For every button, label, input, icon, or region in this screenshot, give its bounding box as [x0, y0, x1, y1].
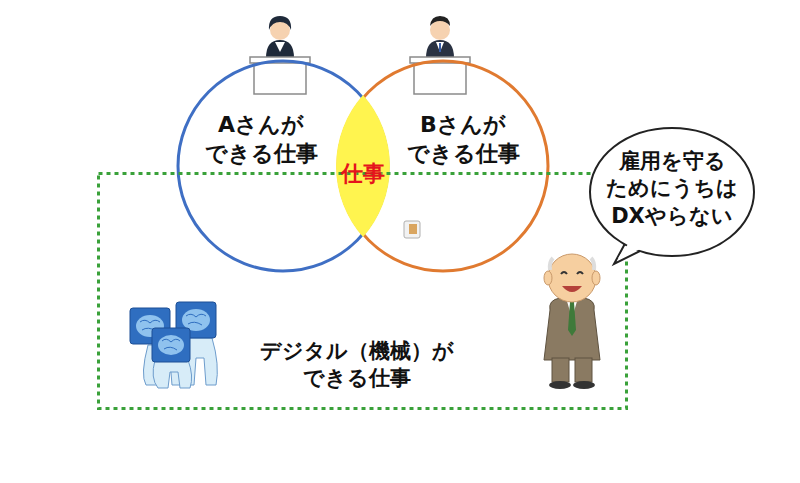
- digital-region: デジタル（機械）が できる仕事: [97, 172, 628, 410]
- old-man: [544, 254, 600, 389]
- clipboard-icon: [404, 221, 420, 238]
- bubble-outline: [590, 128, 754, 256]
- speaker-b: [410, 16, 470, 94]
- speaker-a: [250, 16, 310, 94]
- region-label: 雇用を守る ためにうちは DXやらない: [602, 148, 742, 230]
- region-label: Bさんが できる仕事: [398, 111, 528, 168]
- dotted-border: [99, 174, 627, 409]
- overlap-region: 仕事: [336, 95, 390, 237]
- region-label: デジタル（機械）が できる仕事: [237, 338, 477, 393]
- speech-bubble: 雇用を守る ためにうちは DXやらない: [588, 126, 756, 258]
- region-label: Aさんが できる仕事: [196, 111, 326, 168]
- region-label: 仕事: [336, 160, 390, 189]
- overlap-fill: [336, 95, 390, 237]
- bubble-tail-cover: [618, 240, 646, 258]
- brain-robots: [130, 302, 217, 388]
